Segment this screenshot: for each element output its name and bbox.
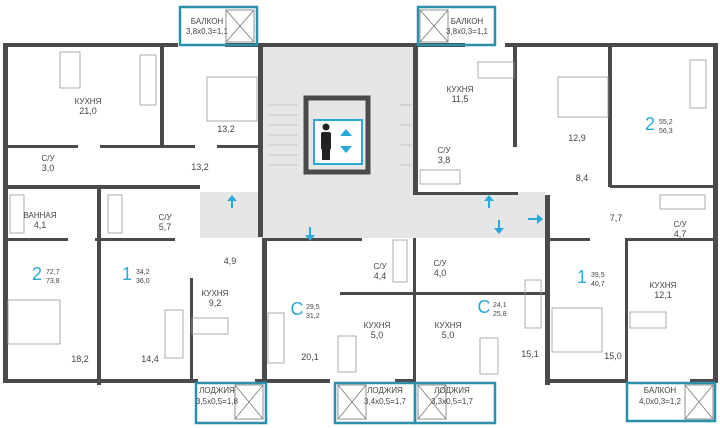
outdoor-name: БАЛКОН — [644, 386, 677, 395]
apartment-living-area: 55,2 — [659, 119, 673, 126]
apartment-rooms: С — [291, 299, 304, 319]
apartment-badge: С 29,5 31,2 — [291, 299, 320, 320]
room-name: ВАННАЯ — [23, 211, 56, 220]
room-area: 21,0 — [79, 106, 97, 116]
room-area: 4,9 — [224, 256, 237, 266]
loggia-bottom-3 — [413, 381, 497, 425]
outdoor-dims: 3,3x0,5=1,7 — [431, 397, 474, 406]
room-area: 18,2 — [71, 354, 89, 364]
outdoor-name: ЛОДЖИЯ — [434, 386, 470, 395]
outdoor-labels: БАЛКОН 3,8x0,3=1,1 БАЛКОН 3,8x0,3=1,1 ЛО… — [186, 17, 682, 406]
outdoor-name: БАЛКОН — [451, 17, 484, 26]
room-area: 12,9 — [568, 133, 586, 143]
apartment-total-area: 56,3 — [659, 128, 673, 135]
room-area: 12,1 — [654, 290, 672, 300]
apartment-living-area: 34,2 — [136, 269, 150, 276]
entrance-arrow-icon — [227, 195, 543, 241]
walls — [3, 43, 718, 385]
apartment-badge: 2 55,2 56,3 — [645, 114, 673, 135]
room-area: 3,0 — [42, 163, 55, 173]
room-area: 4,4 — [374, 271, 387, 281]
room-area: 4,0 — [434, 268, 447, 278]
apartment-badge: 1 34,2 36,0 — [122, 264, 150, 285]
room-name: КУХНЯ — [435, 321, 462, 330]
room-name: КУХНЯ — [202, 289, 229, 298]
apartment-rooms: 1 — [122, 264, 132, 284]
apartment-total-area: 36,0 — [136, 278, 150, 285]
apartment-living-area: 24,1 — [493, 302, 507, 309]
room-area: 20,1 — [301, 352, 319, 362]
room-area: 4,7 — [674, 229, 687, 239]
room-name: С/У — [41, 154, 55, 163]
apartment-badge: 1 39,5 40,7 — [577, 267, 605, 288]
corridor — [200, 192, 545, 238]
balcony-bottom-right — [625, 381, 717, 423]
room-area: 3,8 — [438, 155, 451, 165]
apartment-badge: С 24,1 25,8 — [478, 297, 507, 318]
apartment-total-area: 25,8 — [493, 311, 507, 318]
room-name: С/У — [433, 259, 447, 268]
room-area: 13,2 — [217, 124, 235, 134]
room-name: С/У — [673, 220, 687, 229]
outdoor-dims: 3,8x0,3=1,1 — [446, 27, 489, 36]
apartment-living-area: 29,5 — [306, 304, 320, 311]
room-area: 5,0 — [371, 330, 384, 340]
room-name: КУХНЯ — [447, 85, 474, 94]
apartment-total-area: 31,2 — [306, 313, 320, 320]
apartment-badge: 2 72,7 73,8 — [32, 264, 60, 285]
room-labels: КУХНЯ 21,0 13,2 13,2 С/У 3,0 ВАННАЯ 4,1 … — [23, 85, 687, 364]
room-area: 9,2 — [209, 298, 222, 308]
outdoor-dims: 3,5x0,5=1,8 — [196, 397, 239, 406]
staircase — [268, 104, 412, 166]
room-area: 15,0 — [604, 351, 622, 361]
apartment-rooms: 1 — [577, 267, 587, 287]
room-area: 14,4 — [141, 354, 159, 364]
apartment-rooms: 2 — [32, 264, 42, 284]
room-name: КУХНЯ — [650, 281, 677, 290]
room-area: 5,7 — [159, 222, 172, 232]
elevator-person-updown-icon — [313, 119, 363, 165]
apartment-rooms: 2 — [645, 114, 655, 134]
apartment-total-area: 73,8 — [46, 278, 60, 285]
apartment-living-area: 39,5 — [591, 272, 605, 279]
room-name: С/У — [373, 262, 387, 271]
apartment-rooms: С — [478, 297, 491, 317]
room-area: 11,5 — [452, 94, 469, 104]
elevator-shaft — [303, 95, 371, 175]
room-area: 13,2 — [191, 162, 209, 172]
outdoor-dims: 3,4x0,5=1,7 — [364, 397, 407, 406]
apartment-living-area: 72,7 — [46, 269, 60, 276]
furniture — [7, 51, 707, 375]
room-name: КУХНЯ — [75, 97, 102, 106]
outdoor-name: ЛОДЖИЯ — [367, 386, 403, 395]
balcony-top-right — [416, 5, 497, 47]
room-area: 15,1 — [521, 349, 539, 359]
outdoor-dims: 3,8x0,3=1,1 — [186, 27, 229, 36]
outdoor-dims: 4,0x0,3=1,2 — [639, 397, 682, 406]
room-name: С/У — [437, 146, 451, 155]
room-area: 7,7 — [610, 213, 623, 223]
room-area: 8,4 — [576, 173, 589, 183]
loggia-bottom-1 — [194, 381, 268, 425]
balcony-top-left — [178, 5, 259, 47]
outdoor-name: БАЛКОН — [191, 17, 224, 26]
room-area: 5,0 — [442, 330, 455, 340]
apartment-total-area: 40,7 — [591, 281, 605, 288]
room-name: С/У — [158, 213, 172, 222]
outdoor-name: ЛОДЖИЯ — [199, 386, 235, 395]
room-name: КУХНЯ — [364, 321, 391, 330]
room-area: 4,1 — [34, 220, 47, 230]
